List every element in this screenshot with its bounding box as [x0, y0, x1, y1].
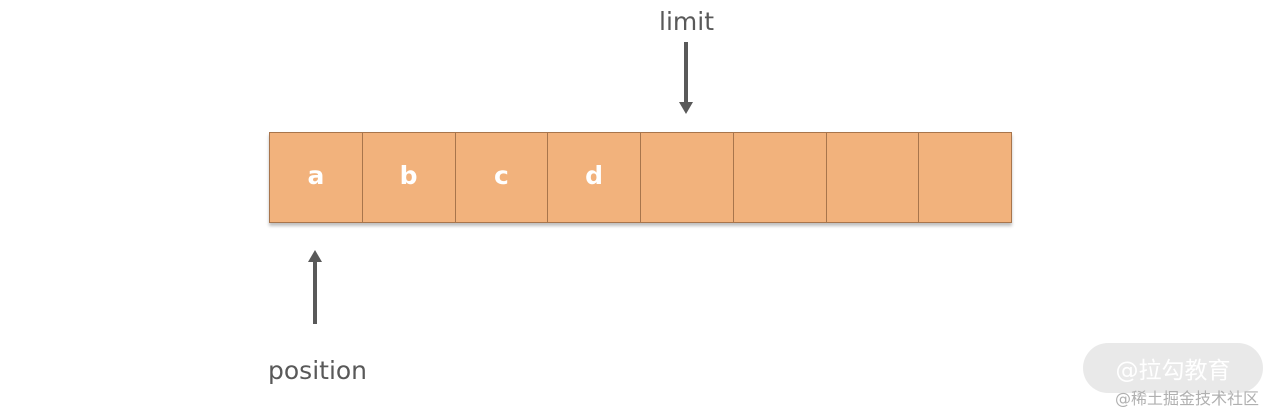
buffer-array: a b c d [269, 132, 1012, 223]
buffer-cell-7 [919, 133, 1011, 222]
buffer-cell-1: b [363, 133, 456, 222]
limit-label: limit [659, 7, 714, 36]
buffer-cell-4 [641, 133, 734, 222]
buffer-cell-2: c [456, 133, 549, 222]
position-arrow-up-icon [305, 250, 325, 324]
watermark-badge: @拉勾教育 [1083, 343, 1263, 393]
buffer-cell-5 [734, 133, 827, 222]
buffer-cell-6 [827, 133, 920, 222]
buffer-cell-3: d [548, 133, 641, 222]
buffer-cell-0: a [270, 133, 363, 222]
position-label: position [268, 356, 368, 385]
watermark-secondary: @稀土掘金技术社区 [1115, 389, 1260, 408]
limit-arrow-down-icon [676, 42, 696, 116]
